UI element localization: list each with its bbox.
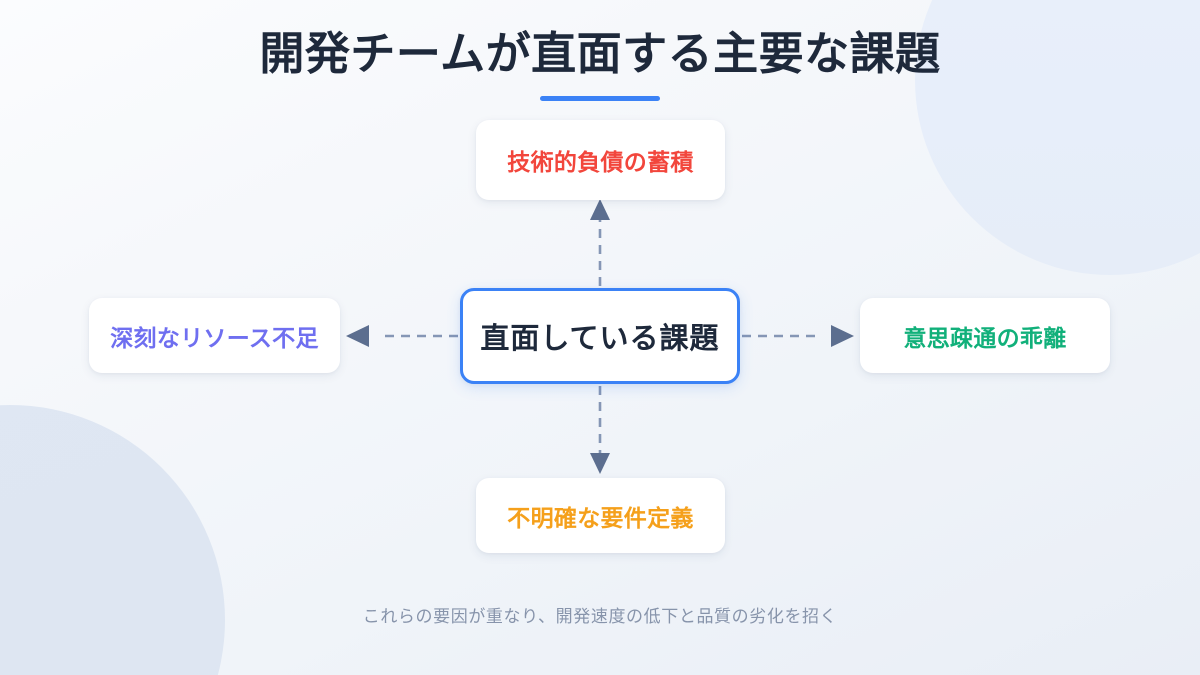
center-node-label: 直面している課題 (480, 321, 720, 355)
branch-node-left[interactable]: 深刻なリソース不足 (89, 298, 340, 373)
arrow-left-icon (346, 325, 369, 347)
page-title: 開発チームが直面する主要な課題 (259, 27, 941, 80)
branch-node-right-label: 意思疎通の乖離 (903, 325, 1067, 352)
branch-node-bottom[interactable]: 不明確な要件定義 (476, 478, 725, 553)
branch-node-bottom-label: 不明確な要件定義 (507, 505, 694, 532)
arrow-right-icon (831, 325, 854, 347)
branch-node-right[interactable]: 意思疎通の乖離 (860, 298, 1110, 373)
arrow-down-icon (590, 453, 610, 474)
arrow-up-icon (590, 199, 610, 220)
branch-node-left-label: 深刻なリソース不足 (110, 325, 319, 352)
title-underline (540, 95, 660, 101)
branch-node-top-label: 技術的負債の蓄積 (507, 150, 694, 176)
footer-caption: これらの要因が重なり、開発速度の低下と品質の劣化を招く (362, 607, 838, 627)
slide-header: 開発チームが直面する主要な課題 (0, 28, 1200, 101)
branch-node-top[interactable]: 技術的負債の蓄積 (476, 120, 725, 200)
center-node[interactable]: 直面している課題 (460, 288, 740, 384)
